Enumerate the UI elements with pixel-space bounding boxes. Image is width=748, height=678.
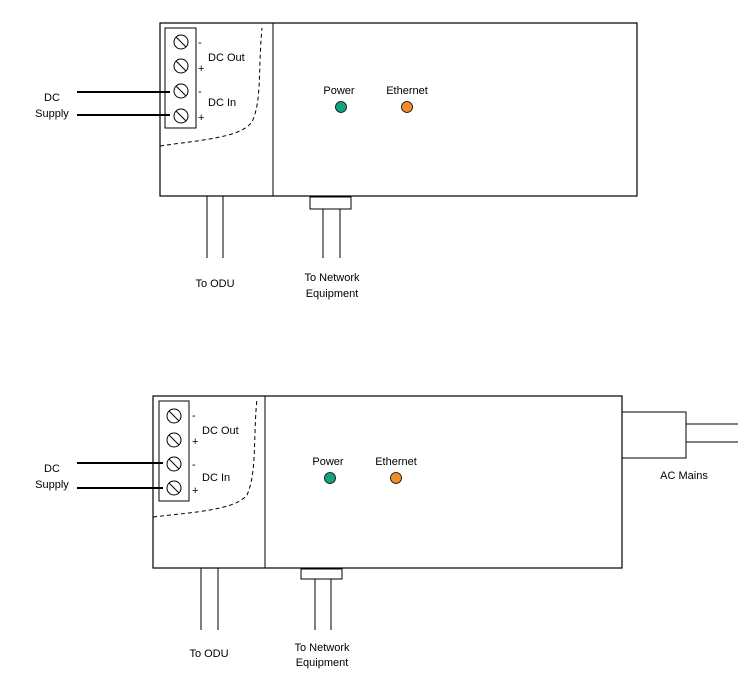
terminal-screw-icon [174,84,188,98]
terminal-screws [167,409,181,495]
polarity-label: + [192,485,198,497]
to-odu-label: To ODU [195,278,234,290]
unit-enclosure [160,23,637,196]
network-connector [310,197,351,209]
dc-in-label: DC In [208,97,236,109]
ethernet-led-label: Ethernet [375,456,417,468]
ac-mains-plug [622,412,686,458]
dc-out-label: DC Out [208,52,245,64]
power-led-label: Power [312,456,344,468]
polarity-label: - [192,459,196,471]
dc-supply-label: DC [44,463,60,475]
power-led-icon [336,102,347,113]
terminal-screw-icon [174,35,188,49]
ac-mains-label: AC Mains [660,470,708,482]
terminal-screw-icon [174,59,188,73]
polarity-label: - [198,86,202,98]
polarity-label: + [192,436,198,448]
polarity-label: + [198,112,204,124]
terminal-screw-icon [167,409,181,423]
polarity-label: - [198,37,202,49]
dc-out-label: DC Out [202,425,239,437]
dc-supply-label: Supply [35,108,69,120]
diagram-dc-unit [77,23,637,258]
to-network-label: Equipment [296,657,349,669]
power-led-label: Power [323,85,355,97]
dc-supply-label: Supply [35,479,69,491]
polarity-label: + [198,63,204,75]
polarity-label: - [192,410,196,422]
to-odu-label: To ODU [189,648,228,660]
to-network-label: To Network [304,272,360,284]
terminal-screws [174,35,188,123]
dc-supply-label: DC [44,92,60,104]
power-led-icon [325,473,336,484]
terminal-screw-icon [167,457,181,471]
network-connector [301,569,342,579]
terminal-screw-icon [167,481,181,495]
to-network-label: To Network [294,642,350,654]
ethernet-led-icon [391,473,402,484]
dc-in-label: DC In [202,472,230,484]
to-network-label: Equipment [306,288,359,300]
terminal-screw-icon [174,109,188,123]
ethernet-led-icon [402,102,413,113]
ethernet-led-label: Ethernet [386,85,428,97]
terminal-screw-icon [167,433,181,447]
diagram-ac-unit [77,396,738,630]
